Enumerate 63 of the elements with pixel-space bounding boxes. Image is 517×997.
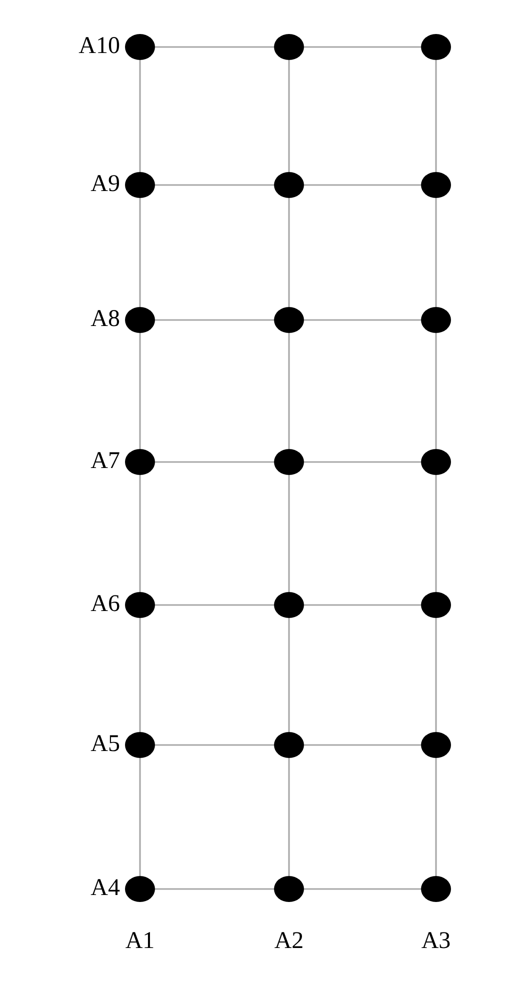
row-label: A7 — [90, 447, 120, 475]
dot — [125, 592, 155, 618]
dot — [421, 307, 451, 333]
dot — [274, 449, 304, 475]
dot — [421, 172, 451, 198]
column-label: A1 — [124, 927, 156, 955]
dot — [421, 592, 451, 618]
grid-line — [304, 319, 421, 321]
grid-line — [139, 618, 141, 732]
dot — [421, 876, 451, 902]
grid-line — [139, 758, 141, 876]
grid-line — [288, 618, 290, 732]
grid-line — [155, 744, 274, 746]
grid-line — [304, 46, 421, 48]
grid-line — [155, 319, 274, 321]
grid-line — [288, 758, 290, 876]
row-label: A5 — [90, 730, 120, 758]
grid-line — [139, 333, 141, 449]
dot — [125, 732, 155, 758]
grid-line — [304, 604, 421, 606]
grid-line — [435, 618, 437, 732]
column-label: A3 — [420, 927, 452, 955]
row-label: A9 — [90, 170, 120, 198]
grid-line — [139, 198, 141, 307]
dot — [274, 172, 304, 198]
grid-line — [288, 198, 290, 307]
grid-line — [304, 888, 421, 890]
dot — [421, 34, 451, 60]
grid-line — [304, 184, 421, 186]
dot — [125, 307, 155, 333]
column-label: A2 — [273, 927, 305, 955]
dot — [125, 34, 155, 60]
dot — [125, 172, 155, 198]
grid-line — [435, 475, 437, 592]
grid-line — [155, 184, 274, 186]
grid-line — [155, 46, 274, 48]
grid-line — [435, 333, 437, 449]
dot — [421, 449, 451, 475]
row-label: A8 — [90, 305, 120, 333]
dot — [125, 449, 155, 475]
grid-line — [155, 604, 274, 606]
grid-line — [155, 888, 274, 890]
dot — [274, 34, 304, 60]
row-label: A10 — [78, 32, 120, 60]
dot — [421, 732, 451, 758]
dot — [274, 732, 304, 758]
grid-line — [435, 60, 437, 172]
grid-line — [288, 475, 290, 592]
row-label: A6 — [90, 590, 120, 618]
grid-line — [155, 461, 274, 463]
grid-line — [304, 461, 421, 463]
grid-line — [304, 744, 421, 746]
dot — [274, 876, 304, 902]
grid-line — [435, 758, 437, 876]
grid-line — [139, 60, 141, 172]
dot — [274, 307, 304, 333]
grid-line — [139, 475, 141, 592]
grid-line — [288, 333, 290, 449]
dot — [125, 876, 155, 902]
dot — [274, 592, 304, 618]
grid-line — [288, 60, 290, 172]
grid-line — [435, 198, 437, 307]
row-label: A4 — [90, 874, 120, 902]
